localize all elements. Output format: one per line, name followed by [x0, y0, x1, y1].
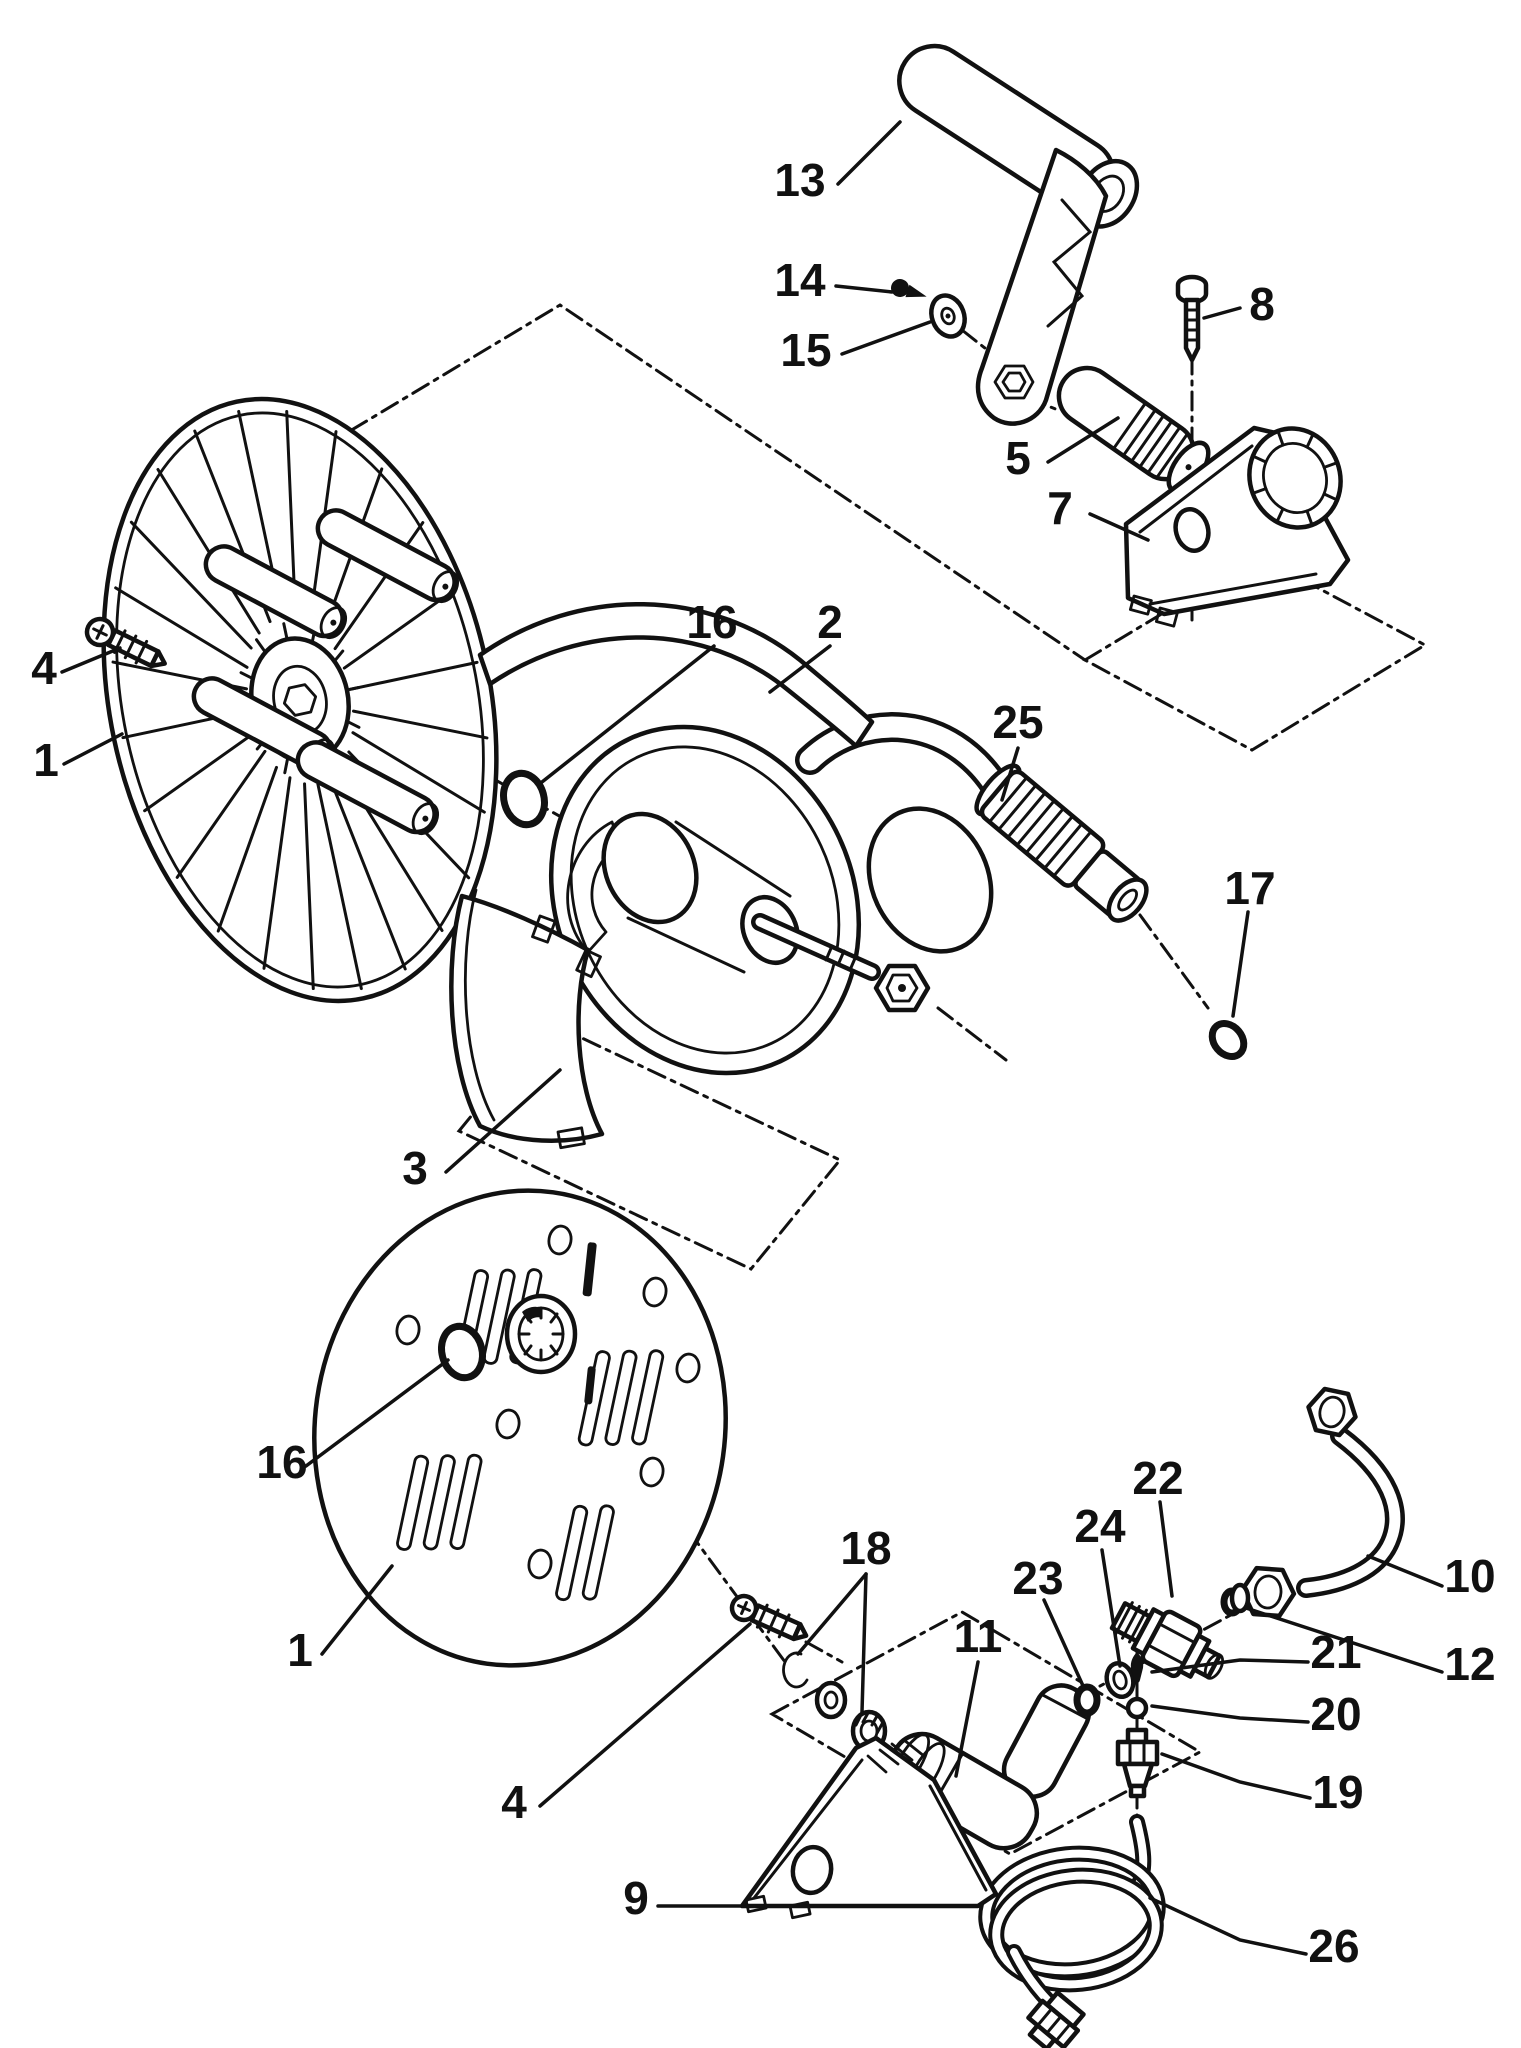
leader-line-17-9: [1231, 910, 1250, 1018]
part-callout-16-13: 16: [256, 1436, 307, 1488]
part-callout-9-27: 9: [623, 1872, 649, 1924]
part-21-pin: [1130, 1652, 1144, 1683]
part-callout-10-21: 10: [1444, 1550, 1495, 1602]
part-18-fastener-set: [782, 1651, 888, 1753]
disc-brand-marking: [584, 1366, 596, 1405]
part-callout-20-24: 20: [1310, 1688, 1361, 1740]
part-callout-26-26: 26: [1308, 1920, 1359, 1972]
part-5-grip: [1056, 365, 1211, 494]
part-15-washer: [929, 293, 967, 339]
leader-line-4-15: [538, 1622, 752, 1808]
part-callout-16-6: 16: [686, 596, 737, 648]
part-callout-1-11: 1: [33, 734, 59, 786]
part-23-oring: [1073, 1683, 1101, 1717]
part-1-disc-wheel: [312, 1188, 728, 1668]
part-25-hose-connector: [795, 712, 1149, 923]
part-callout-25-8: 25: [992, 696, 1043, 748]
part-callout-13-0: 13: [774, 154, 825, 206]
part-4-screw-lower: [729, 1593, 809, 1642]
part-callout-4-15: 4: [501, 1776, 527, 1828]
part-1-reel-wheel: [101, 396, 499, 1004]
part-17-oring: [1208, 1020, 1248, 1060]
part-callout-4-10: 4: [31, 642, 57, 694]
part-2-drum: [477, 602, 994, 1076]
part-22-fitting: [1109, 1601, 1224, 1680]
leader-line-20-24: [1150, 1704, 1310, 1724]
part-callout-15-2: 15: [780, 324, 831, 376]
part-4-screw-upper: [84, 616, 167, 669]
leader-line-24-19: [1100, 1548, 1122, 1668]
leader-line-25-8: [1000, 746, 1020, 802]
part-callout-24-19: 24: [1074, 1500, 1126, 1552]
part-10-bent-pipe: [1229, 1386, 1405, 1619]
part-callout-23-18: 23: [1012, 1552, 1063, 1604]
part-callout-22-20: 22: [1132, 1452, 1183, 1504]
leader-line-19-25: [1160, 1752, 1312, 1800]
part-callout-17-9: 17: [1224, 862, 1275, 914]
leader-line-7-5: [1088, 512, 1150, 542]
leader-line-1-11: [62, 732, 124, 766]
leader-line-15-2: [840, 320, 932, 356]
part-callout-21-23: 21: [1310, 1626, 1361, 1678]
leader-line-1-14: [320, 1564, 394, 1656]
leader-line-18-16: [860, 1572, 868, 1714]
leader-line-16-6: [540, 644, 716, 784]
part-callout-11-17: 11: [954, 1610, 1003, 1662]
leader-line-10-21: [1366, 1554, 1444, 1588]
part-14-screw: [891, 279, 927, 298]
part-callout-5-4: 5: [1005, 432, 1031, 484]
part-19-valve-fitting: [1115, 1727, 1160, 1799]
part-callout-18-16: 18: [840, 1522, 891, 1574]
part-13-crank-handle: [897, 43, 1140, 426]
part-callout-1-14: 1: [287, 1624, 313, 1676]
leader-line-3-12: [444, 1068, 562, 1174]
part-26-coiled-hose: [978, 1814, 1166, 2048]
part-9-bracket: [739, 1735, 999, 1920]
leader-line-12-22: [1244, 1606, 1444, 1674]
part-7-bracket: [1123, 425, 1351, 628]
leader-line-26-26: [1148, 1896, 1308, 1956]
part-8-screw: [1175, 274, 1209, 363]
part-3-shell: [449, 888, 605, 1150]
leader-line-22-20: [1158, 1500, 1174, 1598]
leader-line-2-7: [768, 644, 832, 694]
leader-line-8-3: [1202, 306, 1242, 320]
leader-line-23-18: [1042, 1598, 1086, 1690]
leader-line-11-17: [954, 1660, 980, 1778]
part-20-ball: [1125, 1696, 1149, 1720]
leader-line-21-23: [1150, 1658, 1310, 1674]
part-callout-8-3: 8: [1249, 278, 1275, 330]
leader-line-13-0: [836, 120, 902, 186]
disc-brand-marking: [582, 1242, 597, 1297]
part-callout-19-25: 19: [1312, 1766, 1363, 1818]
part-callout-7-5: 7: [1047, 482, 1073, 534]
part-callout-12-22: 12: [1444, 1638, 1495, 1690]
leader-line-5-4: [1046, 416, 1120, 464]
part-callout-14-1: 14: [774, 254, 826, 306]
part-callout-2-7: 2: [817, 596, 843, 648]
leader-line-16-13: [304, 1358, 450, 1468]
leader-line-4-10: [60, 646, 122, 674]
leader-line-18-16: [796, 1572, 868, 1656]
part-16-oring-upper: [500, 769, 548, 829]
part-callout-3-12: 3: [402, 1142, 428, 1194]
part-16-oring-lower: [438, 1322, 486, 1382]
leader-line-14-1: [834, 284, 894, 294]
part-24-washer: [1104, 1660, 1136, 1700]
